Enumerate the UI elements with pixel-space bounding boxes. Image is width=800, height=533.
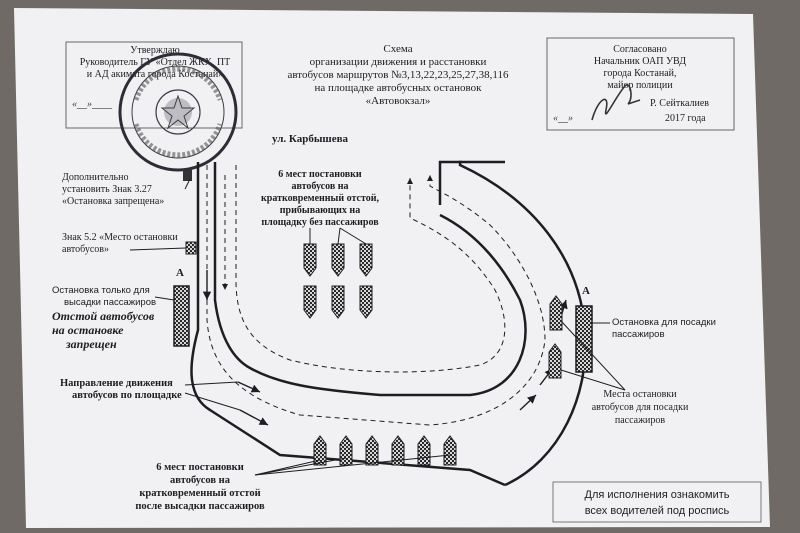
direction-label-1: Направление движения	[60, 378, 173, 389]
bus-top-4	[303, 285, 317, 319]
parking-top-label-4: прибывающих на	[280, 205, 360, 216]
parking-bottom-label-1: 6 мест постановки	[156, 462, 244, 473]
bus-top-5	[331, 285, 345, 319]
bus-top-6	[359, 285, 373, 319]
pointer-lines	[129, 178, 626, 476]
agreed-signature-name: Р. Сейткалиев	[650, 98, 709, 109]
parking-top-label-5: площадку без пассажиров	[261, 217, 379, 228]
no-parking-label-2: на остановке	[52, 323, 124, 337]
handwritten-signature-icon	[591, 84, 641, 121]
sign-327-label-3: «Остановка запрещена»	[62, 196, 164, 207]
parking-top-label-3: кратковременный отстой,	[261, 193, 379, 204]
bus-bottom-1	[313, 435, 327, 466]
scheme-title: Схема	[383, 43, 412, 55]
bus-top-3	[359, 243, 373, 277]
agreed-box	[546, 37, 735, 131]
boarding-places-label-3: пассажиров	[615, 415, 665, 426]
street-label: ул. Карбышева	[272, 133, 349, 145]
parking-top-label-2: автобусов на	[291, 181, 348, 192]
stop-a-right-label: А	[582, 285, 590, 297]
sign-5-2-icon	[185, 241, 197, 255]
area-outer-boundary	[190, 162, 506, 487]
agreed-date: «__»	[553, 113, 573, 124]
boarding-buses	[548, 295, 563, 379]
parking-bottom-group	[313, 435, 457, 466]
parking-top-label-1: 6 мест постановки	[278, 169, 362, 180]
no-parking-label-3: запрещен	[65, 337, 117, 351]
stop-platform-left	[173, 285, 190, 347]
notice-box	[552, 481, 762, 523]
traffic-lanes	[206, 165, 546, 426]
parking-top-group	[303, 243, 373, 319]
round-seal-icon	[118, 52, 238, 172]
bus-bottom-4	[391, 435, 405, 466]
approved-line1: Руководитель ГУ «Отдел ЖКХ, ПТ	[80, 57, 231, 68]
boarding-bus-2	[548, 343, 562, 379]
bus-bottom-3	[365, 435, 379, 466]
direction-label-2: автобусов по площадке	[72, 390, 182, 401]
dropoff-label-1: Остановка только для	[52, 285, 150, 296]
paper-sheet	[14, 8, 770, 528]
scheme-line4: «Автовокзал»	[366, 95, 431, 107]
agreed-title: Согласовано	[613, 44, 667, 55]
dropoff-label-2: высадки пассажиров	[64, 297, 156, 308]
scheme-line1: организации движения и расстановки	[310, 56, 487, 68]
boarding-bus-1	[549, 295, 563, 331]
boarding-places-label-2: автобусов для посадки	[592, 402, 689, 413]
parking-bottom-label-4: после высадки пассажиров	[135, 501, 265, 512]
bus-bottom-6	[443, 435, 457, 466]
sign-327-label-1: Дополнительно	[62, 172, 128, 183]
sign-52-label-1: Знак 5.2 «Место остановки	[62, 232, 178, 243]
approved-date: «__»____	[72, 99, 113, 110]
boarding-places-label-1: Места остановки	[603, 389, 677, 400]
inner-island-boundary	[213, 162, 527, 397]
direction-arrows	[202, 270, 568, 426]
stop-platform-right	[575, 305, 593, 373]
scheme-line2: автобусов маршрутов №3,13,22,23,25,27,38…	[287, 69, 509, 81]
sign-327-label-2: установить Знак 3.27	[62, 184, 152, 195]
scheme-line3: на площадке автобусных остановок	[315, 82, 483, 94]
approved-title: Утверждаю	[130, 45, 180, 56]
agreed-year: 2017 года	[665, 113, 706, 124]
parking-bottom-label-2: автобусов на	[170, 475, 231, 486]
notice-line-1: Для исполнения ознакомить	[585, 489, 730, 501]
agreed-line2: города Костанай,	[603, 68, 676, 79]
parking-bottom-label-3: кратковременный отстой	[139, 488, 260, 499]
agreed-line1: Начальник ОАП УВД	[594, 56, 686, 67]
boarding-stop-label-1: Остановка для посадки	[612, 317, 716, 328]
sign-3-27-icon	[183, 170, 192, 181]
entrance-boundary	[438, 160, 462, 205]
notice-line-2: всех водителей под роспись	[585, 505, 730, 517]
sign-52-label-2: автобусов»	[62, 244, 109, 255]
bus-top-2	[331, 243, 345, 277]
bus-top-1	[303, 243, 317, 277]
stop-a-left-label: А	[176, 267, 184, 279]
approved-box	[65, 41, 243, 129]
agreed-line3: майор полиции	[607, 80, 673, 91]
no-parking-label-1: Отстой автобусов	[52, 309, 155, 323]
boarding-stop-label-2: пассажиров	[612, 329, 665, 340]
